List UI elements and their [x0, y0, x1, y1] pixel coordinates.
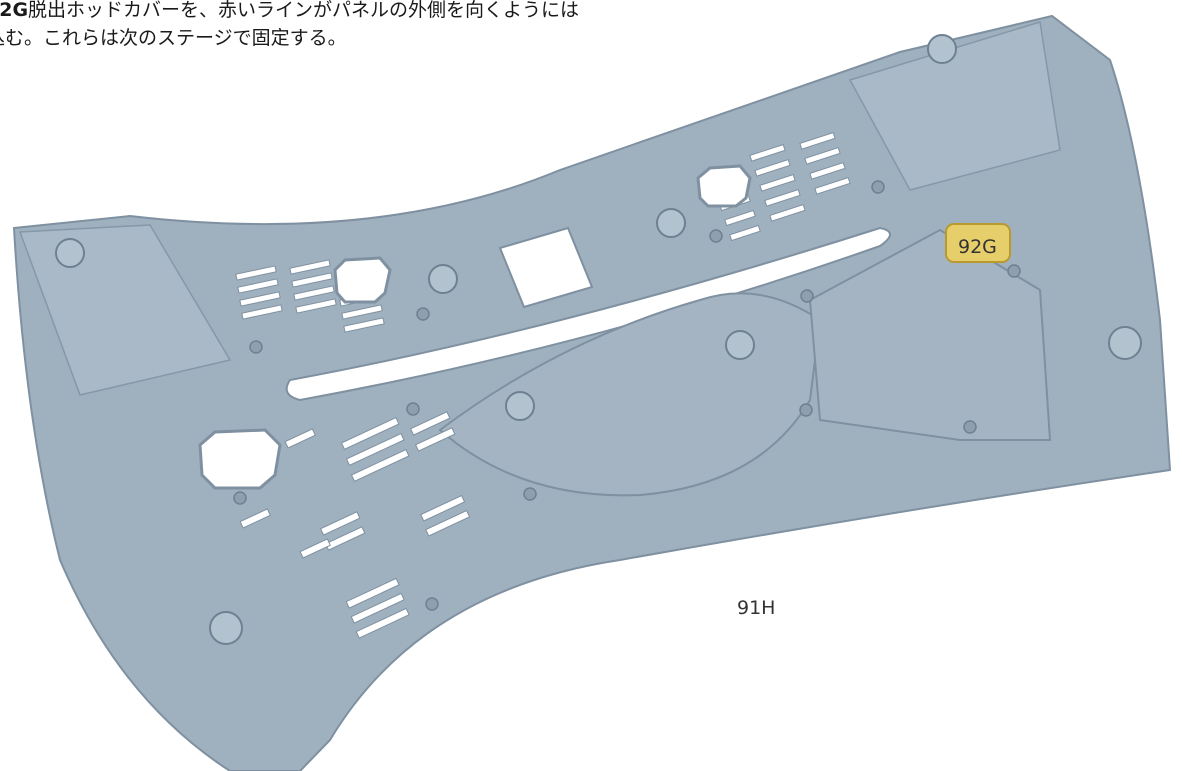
- octagon-cutout-left: [198, 428, 282, 490]
- panel-label: 91H: [737, 597, 776, 619]
- square-cutout: [498, 226, 594, 309]
- slot: [285, 226, 891, 402]
- vent-grille-left: [235, 259, 385, 333]
- octagon-cutout-right: [696, 164, 752, 208]
- vent-grille-right: [719, 131, 851, 242]
- panel-flap-right: [848, 21, 1061, 191]
- mounting-bosses: [55, 34, 1142, 645]
- part-code: 92G: [0, 0, 29, 21]
- instruction-line-1-rest: 脱出ホッドカバーを、赤いラインがパネルの外側を向くようには: [28, 0, 580, 21]
- instruction-text: 92G脱出ホッドカバーを、赤いラインがパネルの外側を向くようには 込む。これらは…: [0, 0, 706, 52]
- cover-label: 92G: [958, 236, 997, 258]
- instruction-line-1: 92G脱出ホッドカバーを、赤いラインがパネルの外側を向くようには: [0, 0, 706, 24]
- screw-holes: [233, 180, 1021, 611]
- octagon-cutout-top: [333, 256, 392, 304]
- instruction-line-2: 込む。これらは次のステージで固定する。: [0, 27, 347, 49]
- vent-grille-lower: [239, 411, 471, 639]
- right-plate: [808, 228, 1052, 441]
- hatch-cover-part: [945, 223, 1011, 263]
